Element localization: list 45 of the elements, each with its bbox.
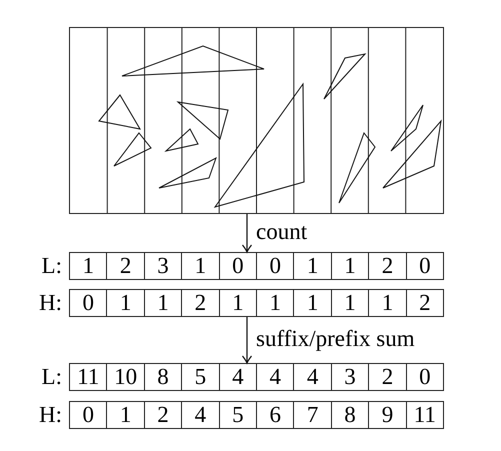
- array-cell: 1: [218, 290, 256, 316]
- array-cell: 1: [256, 290, 294, 316]
- row-label: H:: [39, 401, 62, 429]
- array-cell: 2: [368, 253, 406, 279]
- array-cell: 1: [181, 253, 219, 279]
- array-cell: 5: [218, 402, 256, 428]
- array-cell: 3: [144, 253, 182, 279]
- array-cell: 3: [330, 364, 368, 390]
- array-cell: 7: [293, 402, 331, 428]
- array-cell-text: 1: [81, 253, 95, 279]
- array-cell: 1: [330, 253, 368, 279]
- array-cell: 6: [256, 402, 294, 428]
- array-cell: 9: [368, 402, 406, 428]
- row-label: L:: [42, 363, 62, 391]
- array-cell: 2: [144, 402, 182, 428]
- array-cell-text: 11: [76, 364, 100, 390]
- triangle-strips-drawing: [69, 27, 444, 214]
- array-cell: 0: [256, 253, 294, 279]
- array-cell: 2: [406, 290, 444, 316]
- array-cell: 1: [368, 290, 406, 316]
- array-cell: 0: [218, 253, 256, 279]
- array-cell: 4: [256, 364, 294, 390]
- array-cell: 4: [218, 364, 256, 390]
- array-cell-text: 0: [81, 402, 95, 428]
- row-label: H:: [39, 289, 62, 317]
- array-cell: 0: [406, 253, 444, 279]
- array-cell: 1: [293, 290, 331, 316]
- row-label: L:: [42, 252, 62, 280]
- array-cell: 8: [144, 364, 182, 390]
- array-cell: 10: [106, 364, 144, 390]
- array-cell: 1: [293, 253, 331, 279]
- array-cell: 11: [406, 402, 444, 428]
- array-cell: 1: [106, 290, 144, 316]
- array-cell: 0: [406, 364, 444, 390]
- array-cell: 1: [106, 402, 144, 428]
- array-cell: 5: [181, 364, 219, 390]
- array-cell-text: 0: [81, 290, 95, 316]
- array-cell: 4: [293, 364, 331, 390]
- array-cell: 4: [181, 402, 219, 428]
- array-cell: 2: [368, 364, 406, 390]
- array-cell: 1: [330, 290, 368, 316]
- array-cell: 8: [330, 402, 368, 428]
- array-cell: 2: [181, 290, 219, 316]
- array-cell: 1: [144, 290, 182, 316]
- array-cell: 2: [106, 253, 144, 279]
